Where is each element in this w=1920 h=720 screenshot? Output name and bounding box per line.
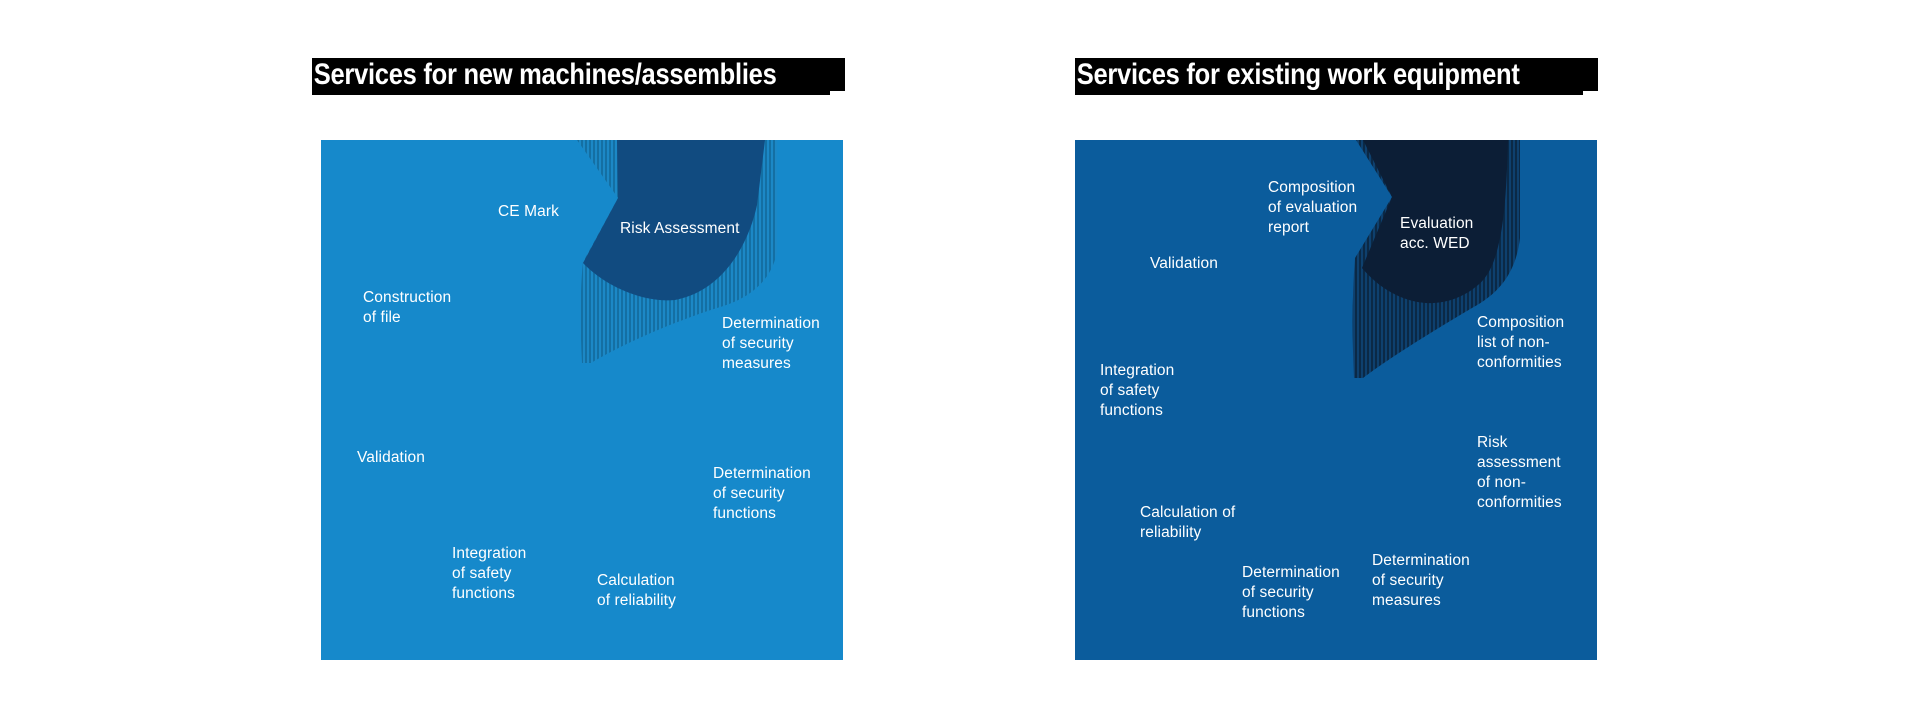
label-composition-list-non-conformities: Composition list of non- conformities bbox=[1477, 314, 1565, 371]
label-evaluation-acc-wed: Evaluation acc. WED bbox=[1400, 215, 1474, 252]
page-title: Services for existing work equipment bbox=[1076, 58, 1520, 91]
label-calculation-of-reliability: Calculation of reliability bbox=[1140, 504, 1236, 541]
title-bar-existing-equipment: Services for existing work equipment bbox=[1075, 58, 1598, 91]
label-validation: Validation bbox=[1150, 255, 1218, 272]
title-underline bbox=[1075, 91, 1583, 95]
label-ce-mark: CE Mark bbox=[498, 203, 559, 220]
label-determination-security-measures: Determination of security measures bbox=[722, 315, 820, 372]
circle-diagram-graphic bbox=[321, 140, 843, 660]
risk-assessment-wedge bbox=[583, 140, 765, 301]
page-title: Services for new machines/assemblies bbox=[313, 58, 777, 91]
label-construction-of-file: Construction of file bbox=[363, 289, 452, 326]
diagram-existing-equipment: Evaluation acc. WED Composition of evalu… bbox=[1075, 140, 1597, 660]
evaluation-wed-wedge bbox=[1362, 140, 1508, 304]
diagram-new-machines: Risk Assessment CE Mark Construction of … bbox=[321, 140, 843, 660]
label-calculation-of-reliability: Calculation of reliability bbox=[597, 572, 676, 609]
label-risk-assessment-non-conformities: Risk assessment of non- conformities bbox=[1477, 434, 1562, 511]
circle-diagram-graphic bbox=[1075, 140, 1597, 660]
label-integration-safety-functions: Integration of safety functions bbox=[1100, 362, 1175, 419]
label-determination-security-functions: Determination of security functions bbox=[1242, 564, 1340, 621]
label-determination-security-measures: Determination of security measures bbox=[1372, 552, 1470, 609]
title-bar-new-machines: Services for new machines/assemblies bbox=[312, 58, 845, 91]
title-underline bbox=[312, 91, 830, 95]
label-risk-assessment: Risk Assessment bbox=[620, 220, 740, 237]
label-validation: Validation bbox=[357, 449, 425, 466]
label-determination-security-functions: Determination of security functions bbox=[713, 465, 811, 522]
label-integration-safety-functions: Integration of safety functions bbox=[452, 545, 527, 602]
label-composition-evaluation-report: Composition of evaluation report bbox=[1268, 179, 1358, 236]
